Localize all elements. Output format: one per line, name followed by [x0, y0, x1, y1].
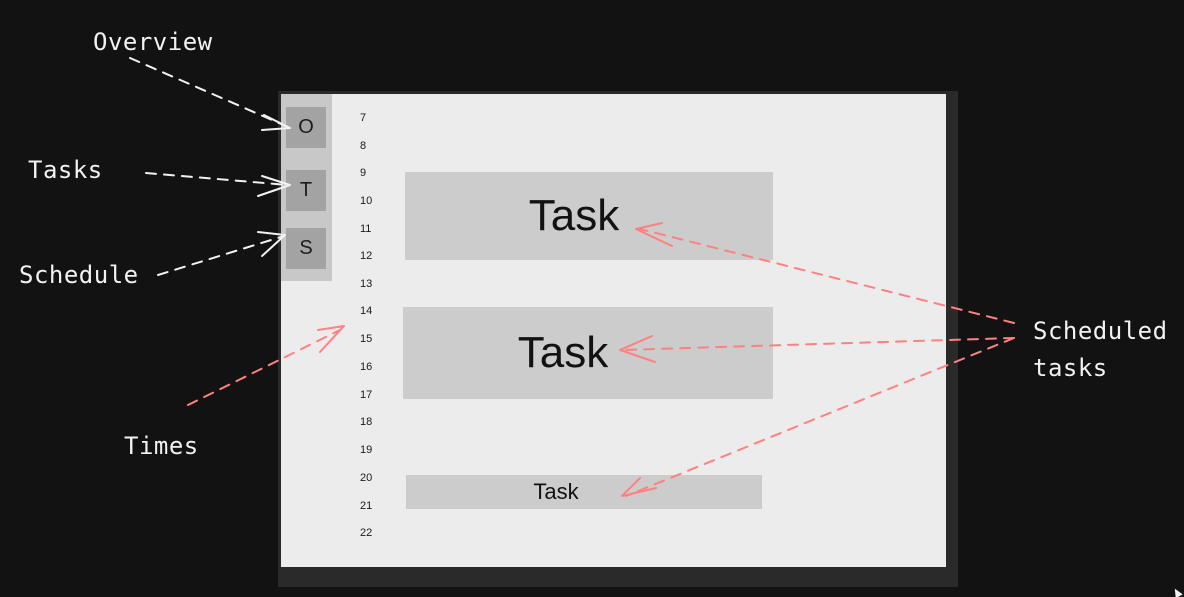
annotation-scheduled-tasks-line2: tasks	[1033, 354, 1108, 382]
nav-button-schedule[interactable]: S	[286, 228, 326, 269]
time-label: 15	[360, 333, 373, 345]
time-label: 9	[360, 167, 367, 179]
time-label: 14	[360, 305, 373, 317]
scheduled-task-block[interactable]: Task	[405, 172, 773, 260]
time-label: 18	[360, 416, 373, 428]
time-label: 16	[360, 361, 373, 373]
arrow-tasks	[145, 172, 289, 186]
task-label: Task	[533, 479, 579, 504]
time-label: 8	[360, 140, 367, 152]
annotation-tasks: Tasks	[28, 156, 103, 184]
arrow-schedule	[157, 235, 285, 276]
arrow-overview	[129, 57, 289, 128]
annotation-overview: Overview	[93, 28, 213, 56]
annotation-schedule: Schedule	[19, 261, 139, 289]
time-label: 17	[360, 389, 373, 401]
annotation-scheduled-tasks-line1: Scheduled	[1033, 317, 1168, 345]
scheduled-task-block[interactable]: Task	[403, 307, 773, 399]
time-label: 12	[360, 250, 373, 262]
time-label: 21	[360, 500, 373, 512]
nav-button-overview[interactable]: O	[286, 107, 326, 148]
task-label: Task	[517, 328, 609, 377]
nav-button-tasks[interactable]: T	[286, 170, 326, 211]
time-label: 19	[360, 444, 373, 456]
time-label: 13	[360, 278, 373, 290]
time-label: 22	[360, 527, 373, 539]
time-label: 7	[360, 112, 367, 124]
mouse-cursor-icon	[1171, 586, 1183, 597]
annotation-times: Times	[124, 432, 199, 460]
time-label: 20	[360, 472, 373, 484]
scheduled-task-block[interactable]: Task	[406, 475, 762, 509]
time-label: 10	[360, 195, 373, 207]
task-label: Task	[528, 191, 620, 240]
time-label: 11	[360, 223, 372, 235]
